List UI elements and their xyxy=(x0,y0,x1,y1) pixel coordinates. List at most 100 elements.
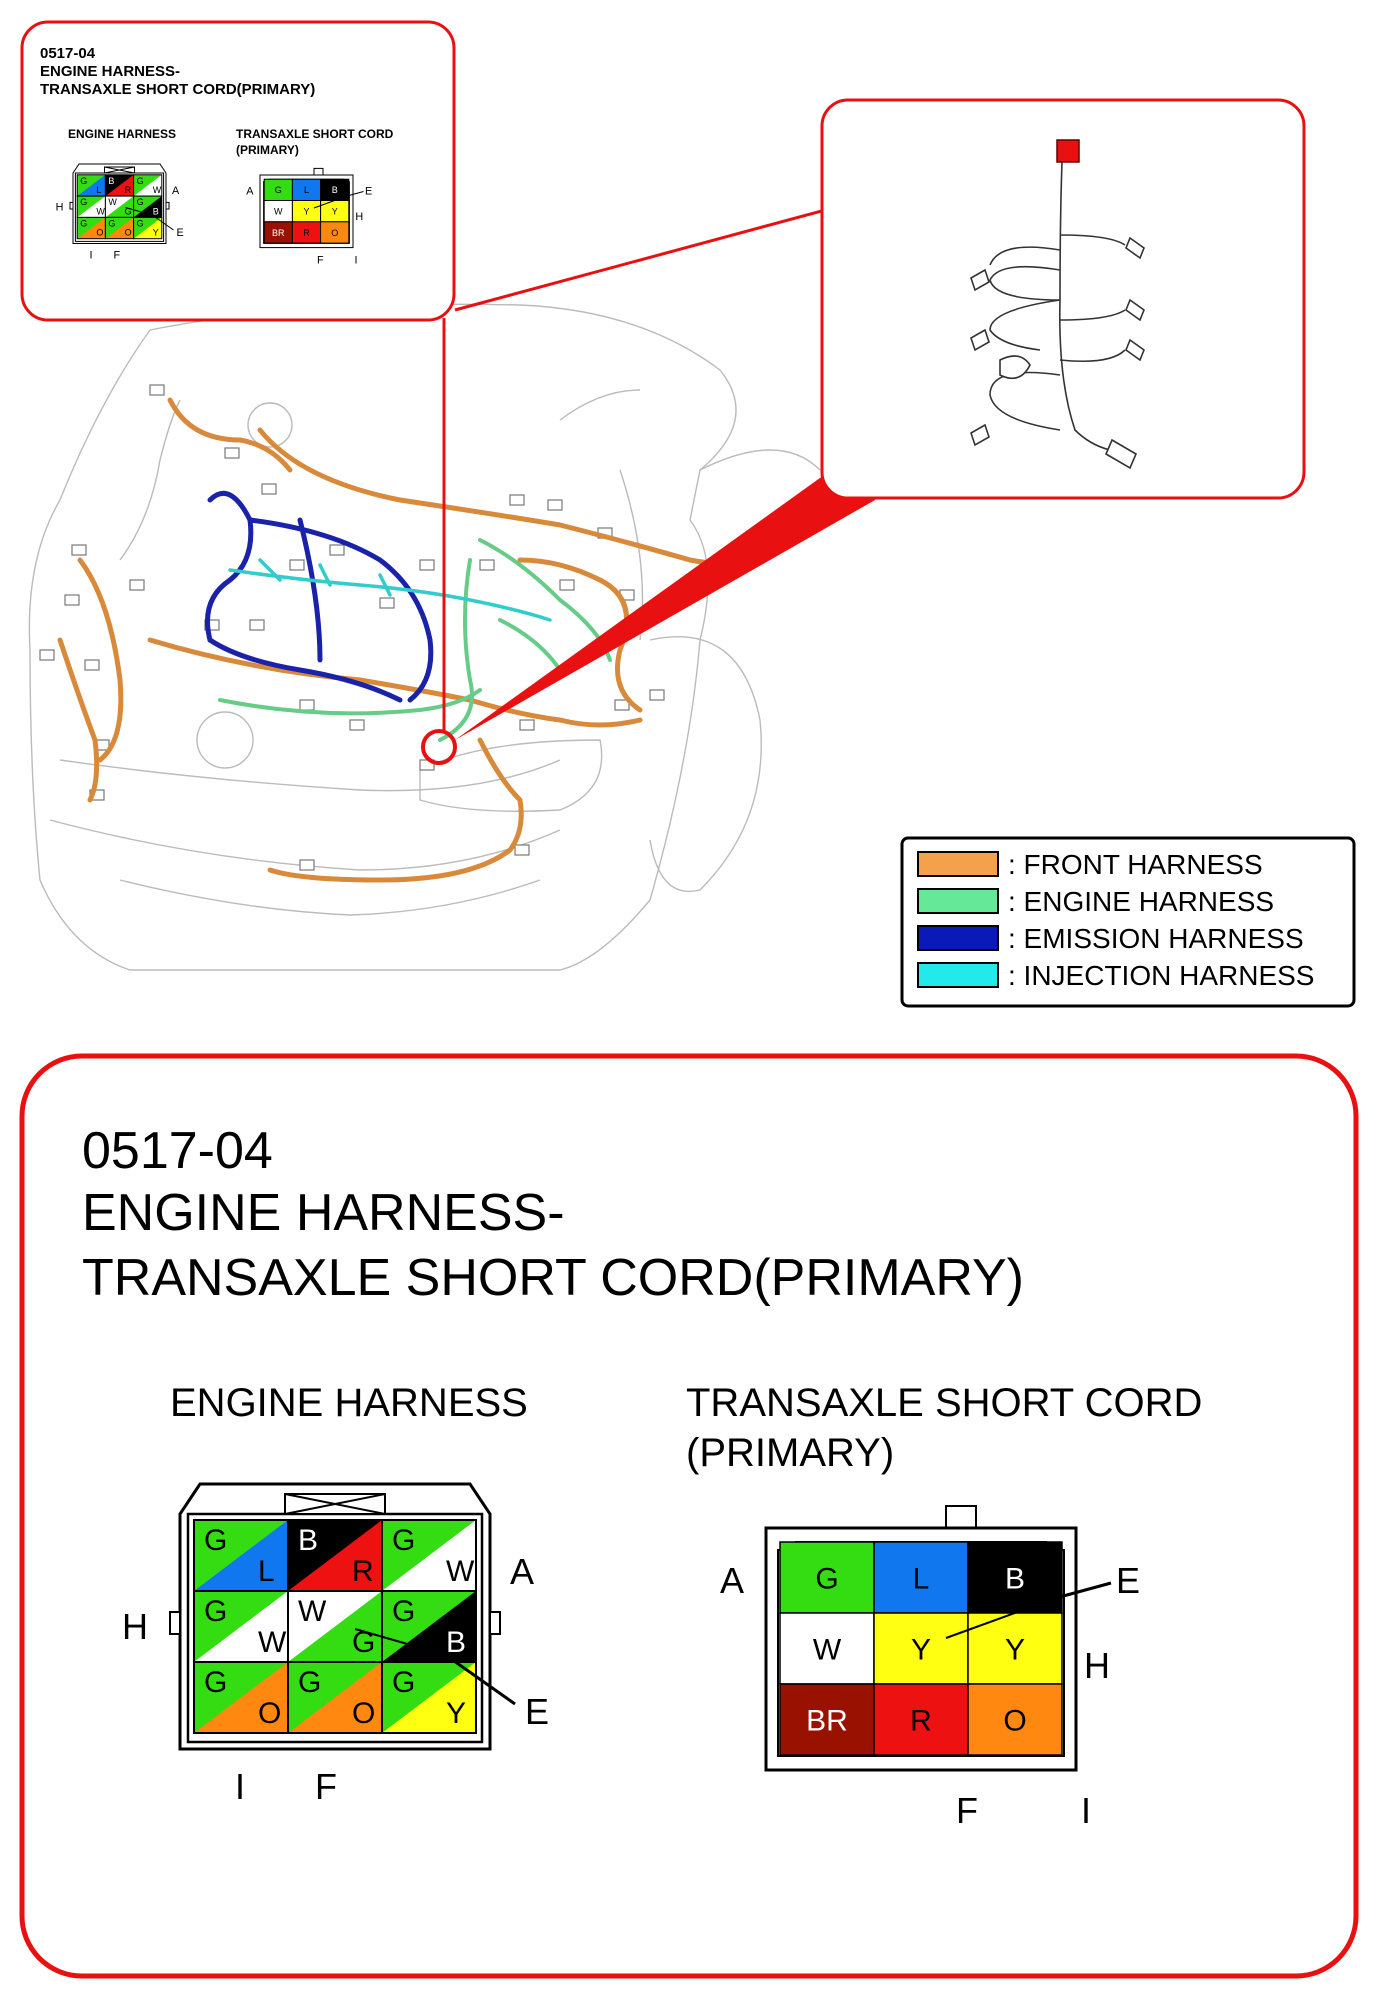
pin-e-leader-inner xyxy=(125,207,147,214)
terminal-color-bottom: W xyxy=(153,185,162,195)
connector-location-marker xyxy=(421,729,457,765)
terminal-color-top: G xyxy=(392,1666,415,1699)
terminal-color-bottom: G xyxy=(125,206,132,216)
terminal-color: L xyxy=(913,1563,930,1596)
terminal-cell xyxy=(779,1612,875,1685)
terminal-color-top: G xyxy=(108,218,115,228)
terminal-color: BR xyxy=(272,228,285,238)
engine-harness-heading: ENGINE HARNESS xyxy=(170,1381,528,1425)
pin-label-f: F xyxy=(956,1790,978,1831)
pin-e-leader xyxy=(429,1642,516,1706)
terminal-color-top: G xyxy=(80,197,87,207)
side-tab-left xyxy=(169,1611,181,1635)
terminal-color-top: W xyxy=(298,1595,327,1628)
pin-label-a: A xyxy=(246,186,254,198)
pin-label-e: E xyxy=(1116,1560,1140,1601)
terminal-color-bottom: O xyxy=(258,1697,281,1730)
main-connector-panel: 0517-04 ENGINE HARNESS- TRANSAXLE SHORT … xyxy=(19,1053,1359,1979)
terminal-color: L xyxy=(304,185,309,195)
terminal-color-top: G xyxy=(80,218,87,228)
terminal-cell-lower-half xyxy=(77,217,106,239)
pin-label-i: I xyxy=(1081,1790,1091,1831)
pin-label-h: H xyxy=(122,1606,148,1647)
pin-label-f: F xyxy=(317,255,324,267)
terminal-color-top: G xyxy=(204,1666,227,1699)
terminal-color-top: G xyxy=(298,1666,321,1699)
terminal-color-bottom: R xyxy=(352,1555,374,1588)
terminal-cell-lower-half xyxy=(77,174,106,197)
pin-label-i: I xyxy=(235,1766,245,1807)
terminal-cell-lower-half xyxy=(105,217,134,239)
pin-e-leader-inner xyxy=(354,1628,426,1650)
terminal-color-top: G xyxy=(392,1595,415,1628)
terminal-cell-lower-half xyxy=(194,1662,288,1733)
small-right-name-line2: (PRIMARY) xyxy=(236,143,299,157)
pin-label-h: H xyxy=(56,202,64,214)
terminal-color-top: G xyxy=(204,1524,227,1557)
pin-label-e: E xyxy=(525,1691,549,1732)
short-cord-drawing xyxy=(970,161,1145,470)
terminal-color: W xyxy=(813,1634,842,1667)
terminal-color-bottom: R xyxy=(125,185,132,195)
terminal-cell-lower-half xyxy=(194,1520,288,1591)
terminal-cell-lower-half xyxy=(288,1591,382,1662)
terminal-color: R xyxy=(910,1705,932,1738)
pin-label-e: E xyxy=(177,227,184,239)
terminal-color: W xyxy=(274,206,283,216)
terminal-color: BR xyxy=(806,1705,848,1738)
terminal-color: Y xyxy=(332,206,338,216)
legend-swatch xyxy=(917,962,999,988)
pin-label-h: H xyxy=(355,211,363,223)
terminal-color-top: G xyxy=(392,1524,415,1557)
terminal-color: B xyxy=(332,185,338,195)
terminal-cell-lower-half xyxy=(105,174,134,197)
pin-e-leader xyxy=(147,211,174,231)
terminal-color-bottom: B xyxy=(153,206,159,216)
terminal-color-top: B xyxy=(108,176,114,186)
legend-swatch xyxy=(917,888,999,914)
terminal-cell-lower-half xyxy=(382,1520,476,1591)
small-connector-callout: 0517-04 ENGINE HARNESS- TRANSAXLE SHORT … xyxy=(20,20,456,322)
car-engine-bay-illustration xyxy=(28,303,821,971)
small-title-line2: TRANSAXLE SHORT CORD(PRIMARY) xyxy=(40,81,315,98)
terminal-cell-lower-half xyxy=(288,1662,382,1733)
terminal-cell-lower-half xyxy=(77,196,106,218)
terminal-color-bottom: W xyxy=(258,1626,287,1659)
terminal-color: R xyxy=(303,228,310,238)
small-connector-code: 0517-04 xyxy=(40,45,96,62)
terminal-color-top: G xyxy=(80,176,87,186)
terminal-cell-lower-half xyxy=(194,1591,288,1662)
pin-label-e: E xyxy=(365,186,372,198)
legend-label: : EMISSION HARNESS xyxy=(1008,923,1304,954)
engine-harness-wires xyxy=(218,538,612,742)
terminal-color: Y xyxy=(303,206,309,216)
terminal-cell-border xyxy=(133,216,163,240)
side-tab-left xyxy=(69,201,74,210)
terminal-color-bottom: O xyxy=(125,228,132,238)
pin-label-a: A xyxy=(510,1551,534,1592)
connector-title-line2: TRANSAXLE SHORT CORD(PRIMARY) xyxy=(82,1249,1024,1307)
connector-title-line1: ENGINE HARNESS- xyxy=(82,1184,565,1242)
pin-label-f: F xyxy=(315,1766,337,1807)
small-right-name-line1: TRANSAXLE SHORT CORD xyxy=(236,127,394,141)
pin-e-leader xyxy=(346,191,364,197)
pin-label-f: F xyxy=(114,250,121,262)
emission-harness-wires xyxy=(205,490,434,703)
terminal-color-bottom: O xyxy=(96,228,103,238)
legend-label: : FRONT HARNESS xyxy=(1008,849,1263,880)
pin-e-leader xyxy=(1055,1581,1112,1600)
highlighted-connector xyxy=(1056,139,1080,163)
terminal-color-top: G xyxy=(137,176,144,186)
side-tab-right xyxy=(165,201,170,210)
terminal-cell xyxy=(873,1541,969,1614)
harness-legend: : FRONT HARNESS: ENGINE HARNESS: EMISSIO… xyxy=(900,836,1356,1008)
side-tab-right xyxy=(489,1611,501,1635)
terminal-color-bottom: Y xyxy=(446,1697,466,1730)
terminal-color-top: G xyxy=(137,197,144,207)
terminal-color: Y xyxy=(911,1634,931,1667)
